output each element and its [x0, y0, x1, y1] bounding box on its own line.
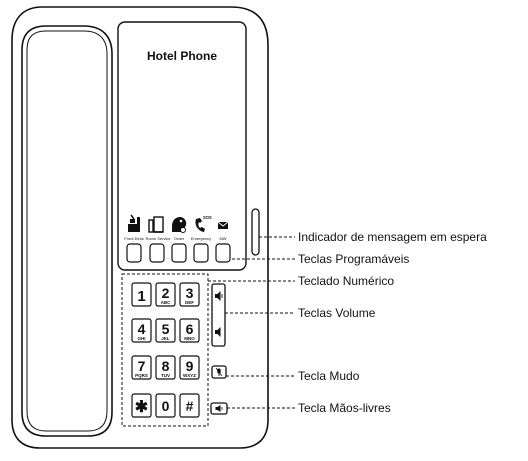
- order-icon: [172, 217, 187, 233]
- key-6-letters: MNO: [184, 336, 195, 341]
- key-9-letters: WXYZ: [183, 373, 196, 378]
- callout-numeric-keypad: Teclado Numérico: [298, 274, 395, 288]
- key-7-digit: 7: [138, 358, 146, 374]
- programmable-key-5[interactable]: [215, 243, 231, 263]
- emergency-sos-label: SOS: [203, 215, 212, 220]
- key-3-letters: DEF: [185, 300, 194, 305]
- volume-down-icon[interactable]: [215, 327, 221, 337]
- key-5-digit: 5: [162, 321, 170, 337]
- screen-panel: [117, 21, 247, 271]
- key-hash[interactable]: #: [179, 393, 200, 418]
- mute-microphone-icon: [215, 367, 223, 377]
- key-6-digit: 6: [186, 321, 194, 337]
- key-7-letters: PQRS: [135, 373, 148, 378]
- callout-handsfree-key: Tecla Mãos-livres: [298, 401, 391, 415]
- leader-lines: [208, 236, 295, 409]
- callout-volume-keys: Teclas Volume: [298, 306, 376, 320]
- key-9-digit: 9: [186, 358, 194, 374]
- key-8-letters: TUV: [161, 373, 170, 378]
- keypad-group-outline: [121, 273, 209, 427]
- front-desk-icon: [128, 214, 140, 232]
- key-3-digit: 3: [186, 285, 194, 301]
- volume-up-icon[interactable]: [215, 291, 223, 301]
- key-star[interactable]: ✱: [131, 393, 152, 418]
- programmable-key-4[interactable]: [193, 243, 209, 263]
- key-2-digit: 2: [162, 285, 170, 301]
- key-8[interactable]: 8 TUV: [155, 355, 176, 380]
- programmable-keys: [126, 243, 231, 263]
- key-5[interactable]: 5 JKL: [155, 318, 176, 343]
- screen-title: Hotel Phone: [147, 49, 217, 63]
- mail-icon: [217, 221, 229, 229]
- message-indicator: [251, 208, 260, 256]
- handset: [21, 25, 113, 437]
- key-7[interactable]: 7 PQRS: [131, 355, 152, 380]
- key-0[interactable]: 0: [155, 393, 176, 418]
- key-label-room-service: Room Service: [145, 236, 171, 241]
- programmable-key-2[interactable]: [149, 243, 165, 263]
- key-label-order: Order: [174, 236, 185, 241]
- room-service-icon: [148, 216, 164, 233]
- key-hash-digit: #: [186, 398, 194, 414]
- mute-key[interactable]: [211, 365, 227, 379]
- phone-body-outline: [11, 6, 269, 449]
- key-1-digit: 1: [137, 288, 145, 305]
- callout-mute-key: Tecla Mudo: [298, 369, 360, 383]
- volume-rocker[interactable]: [211, 283, 226, 347]
- key-0-digit: 0: [162, 398, 170, 414]
- key-9[interactable]: 9 WXYZ: [179, 355, 200, 380]
- programmable-key-1[interactable]: [126, 243, 142, 263]
- key-5-letters: JKL: [161, 336, 170, 341]
- key-8-digit: 8: [162, 358, 170, 374]
- key-3[interactable]: 3 DEF: [179, 282, 200, 307]
- key-star-digit: ✱: [135, 399, 148, 416]
- programmable-key-3[interactable]: [171, 243, 187, 263]
- emergency-icon: SOS: [195, 215, 212, 232]
- key-4-letters: GHI: [137, 336, 145, 341]
- handsfree-key[interactable]: [210, 402, 228, 415]
- key-1[interactable]: 1: [131, 282, 152, 307]
- callout-message-indicator: Indicador de mensagem em espera: [298, 230, 487, 244]
- key-label-mw: MW: [219, 236, 226, 241]
- key-2-letters: ABC: [161, 300, 171, 305]
- key-4-digit: 4: [138, 321, 146, 337]
- key-label-emergency: Emergency: [191, 236, 211, 241]
- key-6[interactable]: 6 MNO: [179, 318, 200, 343]
- key-label-front-desk: Front Desk: [124, 236, 144, 241]
- key-2[interactable]: 2 ABC: [155, 282, 176, 307]
- key-4[interactable]: 4 GHI: [131, 318, 152, 343]
- speaker-icon: [215, 405, 223, 412]
- callout-programmable-keys: Teclas Programáveis: [298, 252, 410, 266]
